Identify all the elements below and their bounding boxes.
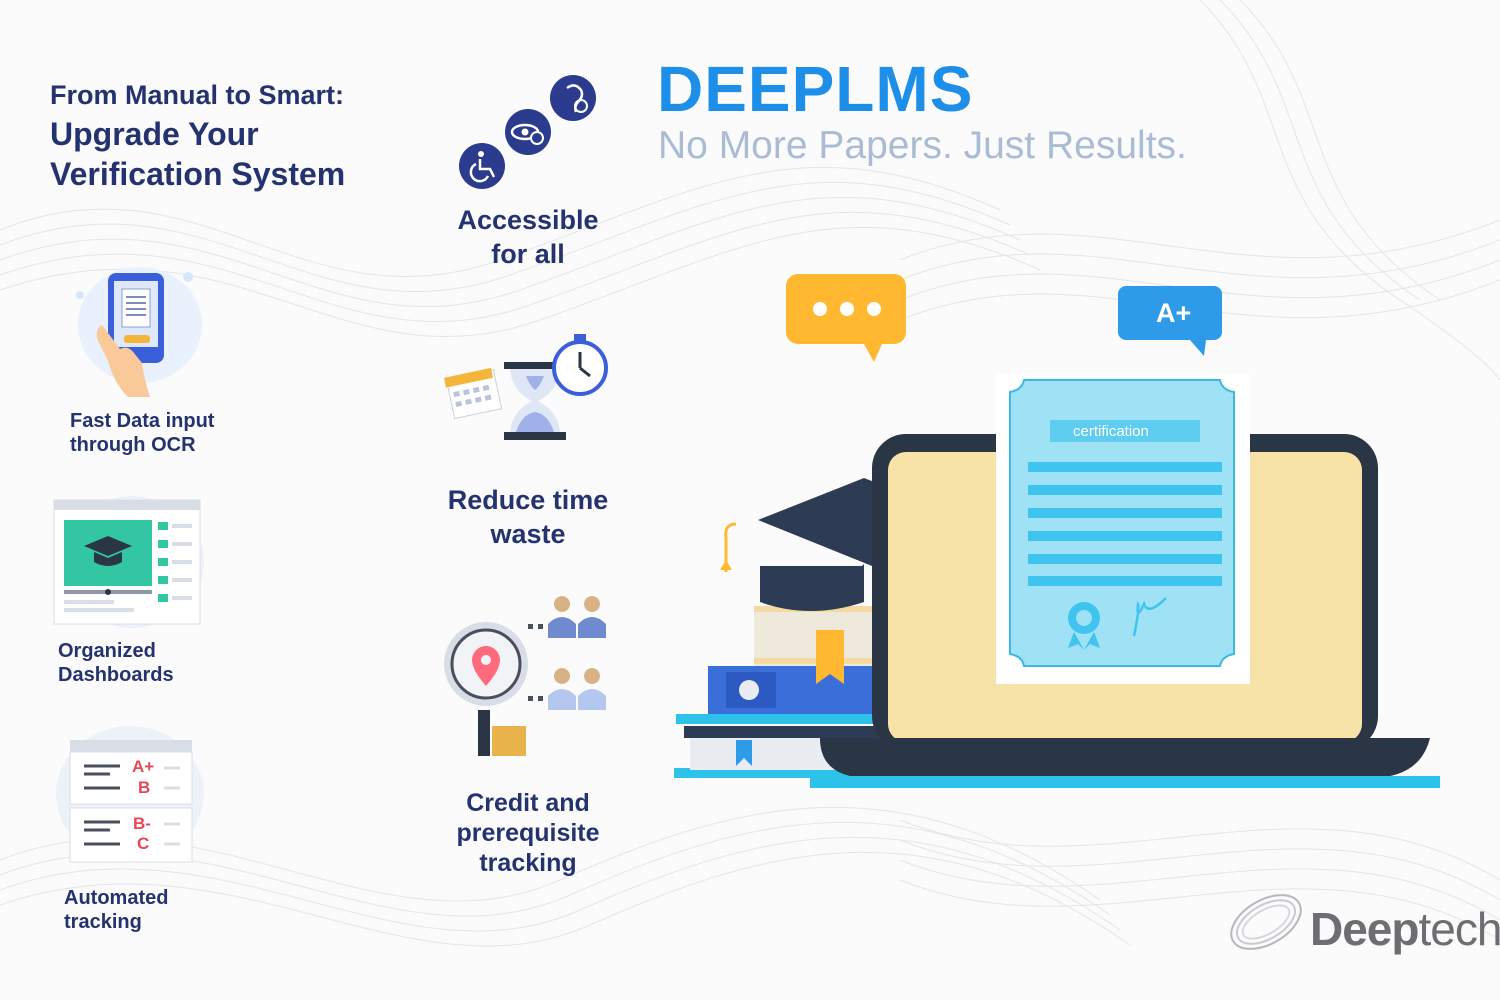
certificate-label: certification [1073, 423, 1149, 440]
feature-tracking-line-1: Automated [64, 887, 169, 909]
feature-credit-line-1: Credit and [466, 789, 590, 817]
headline-line-2: Upgrade Your [50, 116, 259, 152]
feature-ocr-line-1: Fast Data input [70, 410, 215, 432]
brand-title: DEEPLMS [657, 53, 974, 125]
feature-time-line-1: Reduce time [447, 485, 609, 515]
feature-accessible-line-2: for all [491, 239, 565, 269]
logo-light: tech [1418, 903, 1500, 955]
feature-credit-line-3: tracking [479, 849, 577, 877]
feature-credit-line-2: prerequisite [456, 819, 600, 847]
hourglass-clock-icon [444, 334, 608, 440]
grade-b-minus: B- [133, 814, 151, 833]
feature-accessible-line-1: Accessible [457, 205, 599, 235]
grade-c: C [137, 834, 150, 853]
brand-tagline: No More Papers. Just Results. [658, 124, 1187, 167]
headline-line-3: Verification System [50, 156, 346, 192]
chat-bubble-icon [786, 274, 906, 362]
deeptech-logo-icon [1230, 894, 1302, 950]
laptop-certificate-illustration [674, 274, 1440, 788]
feature-ocr-line-2: through OCR [70, 434, 196, 456]
grade-sheet-icon: A+ B B- C [40, 712, 210, 872]
dashboard-icon [53, 496, 204, 628]
feature-dashboard-line-2: Dashboards [58, 664, 174, 686]
grade-bubble-text: A+ [1156, 298, 1192, 328]
feature-time-line-2: waste [490, 519, 566, 549]
certificate-icon [996, 374, 1250, 684]
grade-bubble-icon [1118, 286, 1222, 356]
books-stack-icon [674, 478, 984, 778]
logo-bold: Deep [1310, 903, 1419, 955]
grade-sheet-graphic [56, 726, 204, 863]
deeptech-logo-text: Deeptech [1310, 902, 1500, 956]
phone-scan-icon [76, 267, 202, 397]
headline-intro: From Manual to Smart: [50, 80, 345, 110]
search-location-icon [444, 596, 606, 756]
grade-b: B [138, 778, 151, 797]
feature-dashboard-line-1: Organized [58, 640, 156, 662]
accessibility-icons [459, 75, 596, 189]
feature-tracking-line-2: tracking [64, 911, 142, 933]
grade-a-plus: A+ [132, 757, 155, 776]
